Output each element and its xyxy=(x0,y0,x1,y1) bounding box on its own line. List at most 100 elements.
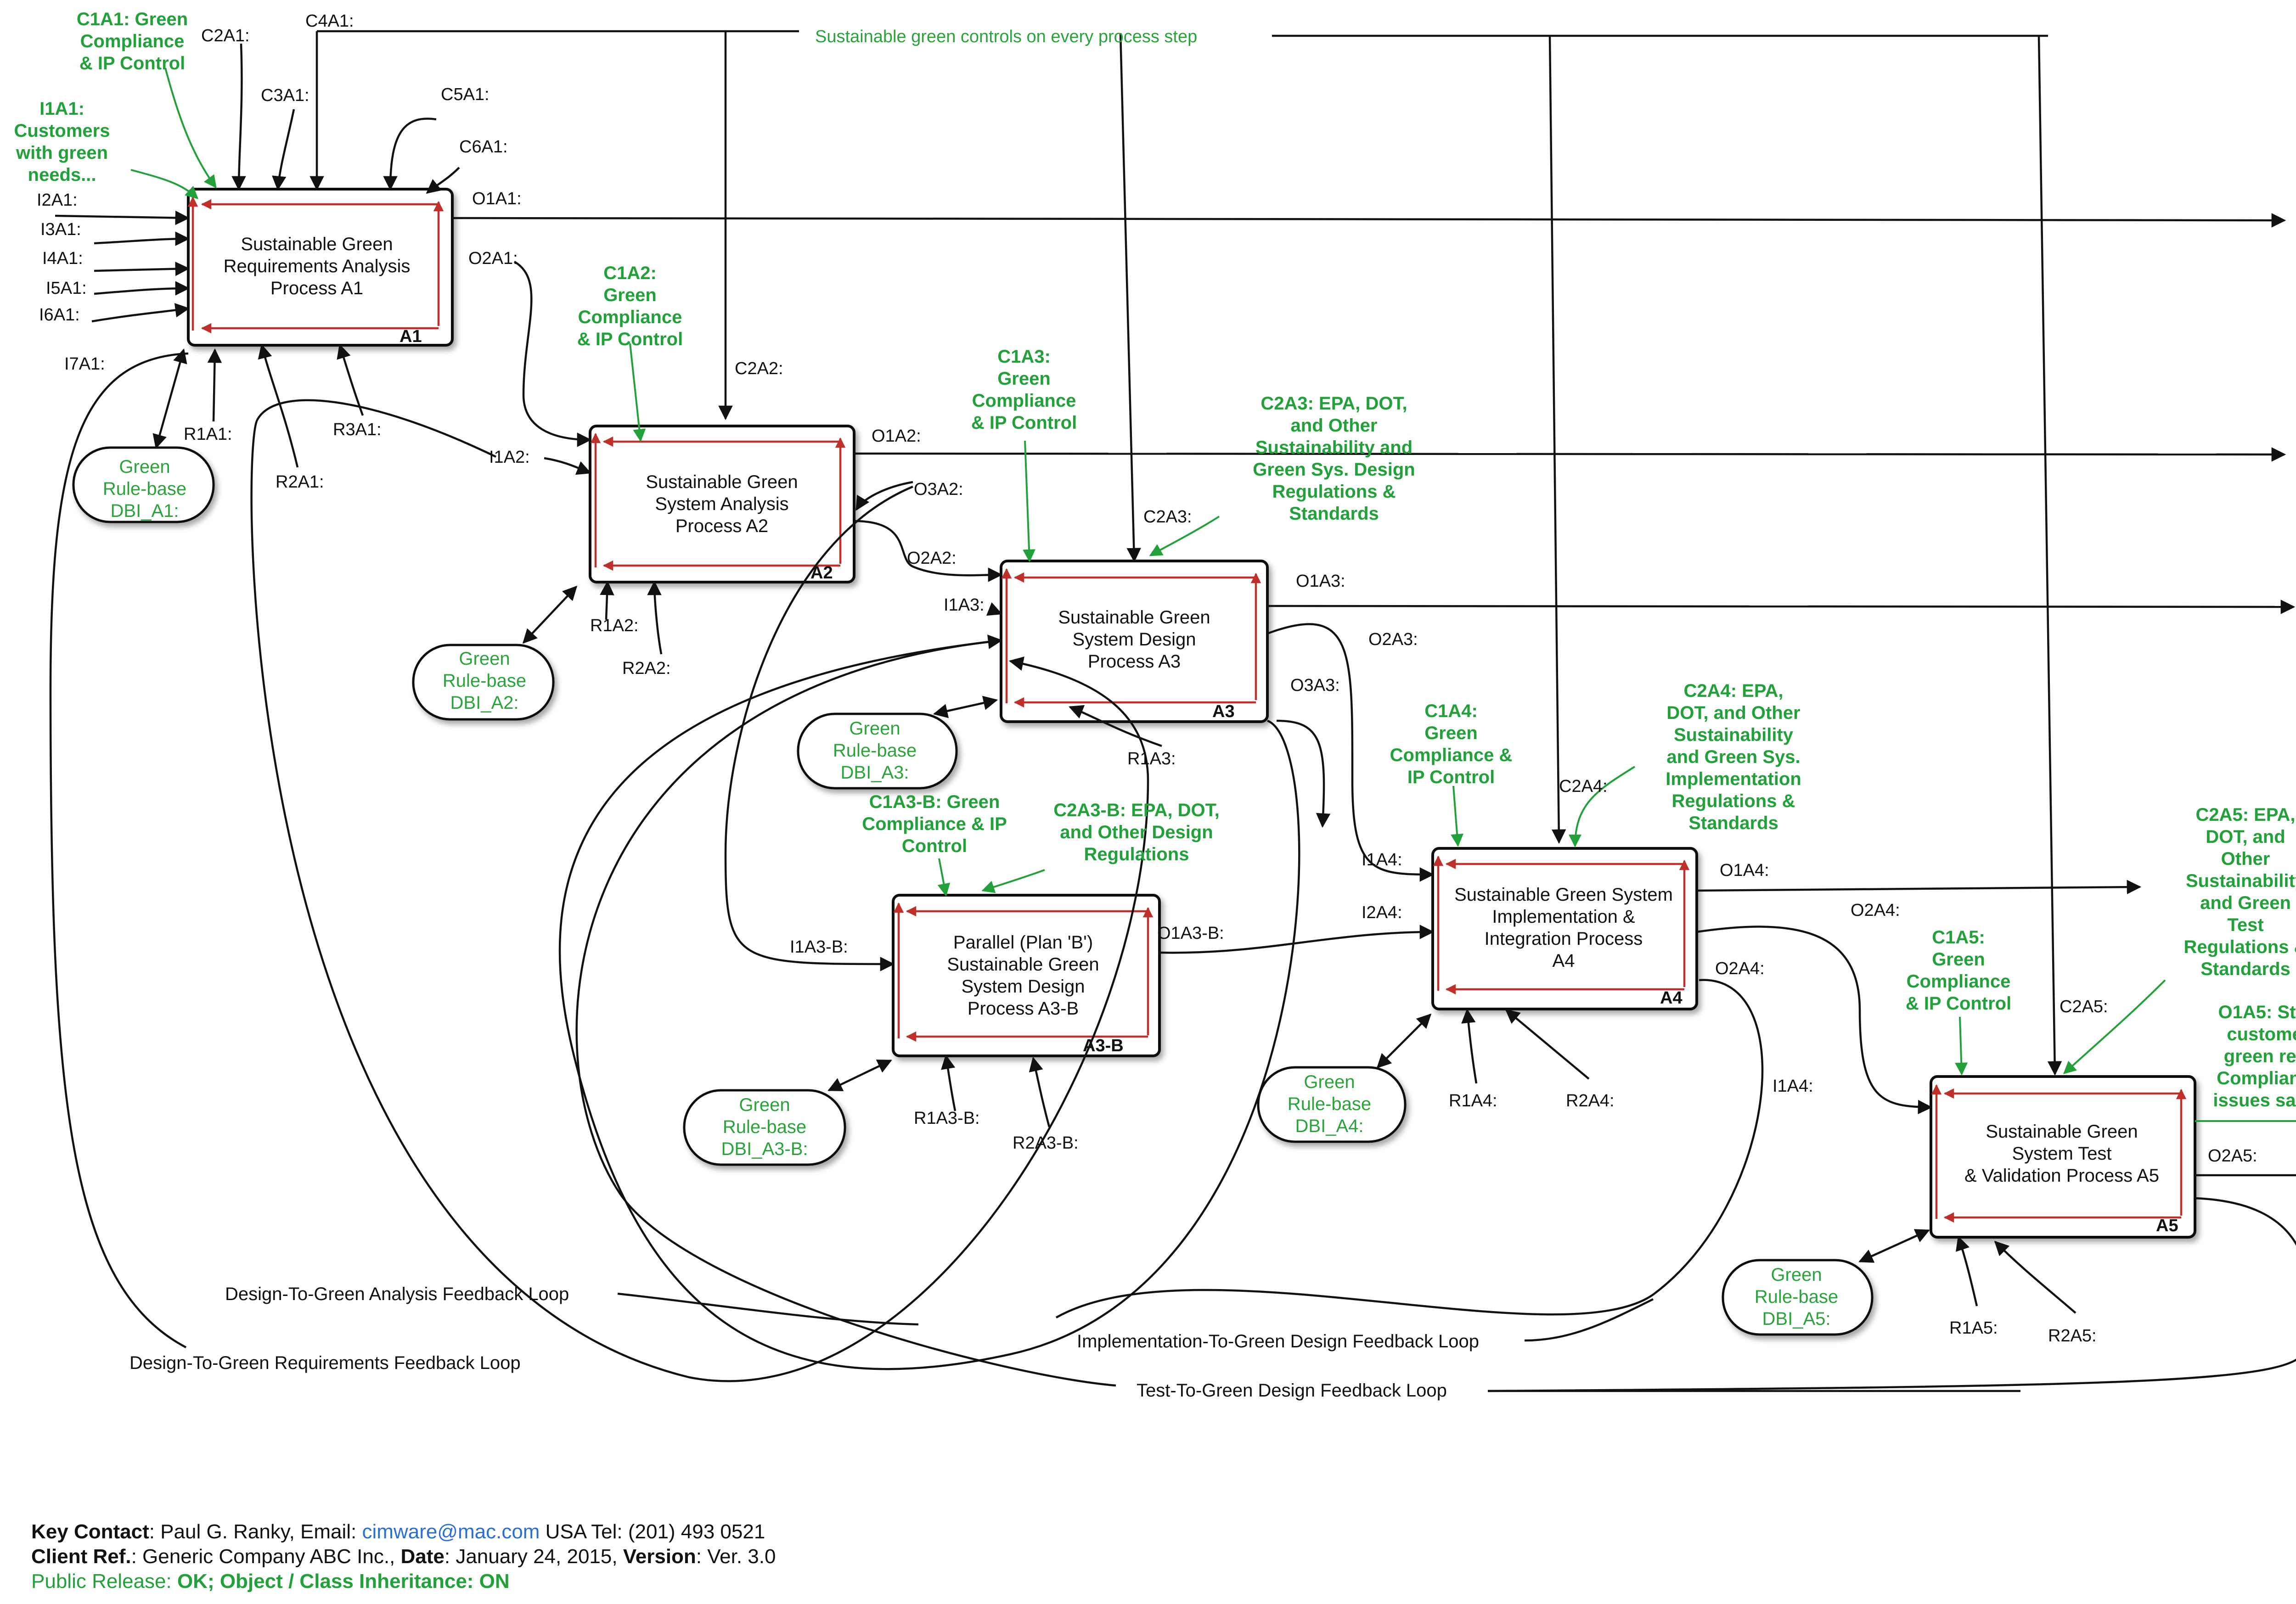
database-dbi-a1[interactable]: Green Rule-base DBI_A1: xyxy=(72,446,215,523)
dbi-a4-line3: DBI_A4: xyxy=(1295,1116,1364,1136)
svg-text:DBI_A3:: DBI_A3: xyxy=(841,763,909,783)
process-a2-line2: System Analysis xyxy=(655,494,788,514)
svg-text:DBI_A5:: DBI_A5: xyxy=(1762,1309,1831,1329)
dbi-a3-line3: DBI_A3: xyxy=(841,763,909,783)
date-label: Date xyxy=(400,1545,445,1568)
process-a2-line1: Sustainable Green xyxy=(646,472,798,492)
svg-text:green results...: green results... xyxy=(2224,1046,2296,1066)
process-box-a5[interactable]: Sustainable Green System Test & Validati… xyxy=(1930,1075,2196,1239)
label-i2a4: I2A4: xyxy=(1362,903,1402,922)
a3b-arrows xyxy=(827,925,1435,1127)
svg-text:C2A4: EPA,: C2A4: EPA, xyxy=(1683,681,1783,701)
note-i1a1-l3: with green xyxy=(16,143,108,163)
svg-text:Rule-base: Rule-base xyxy=(1288,1094,1371,1114)
svg-text:Green: Green xyxy=(849,718,900,739)
svg-text:Integration Process: Integration Process xyxy=(1485,929,1643,949)
label-c3a1: C3A1: xyxy=(261,86,310,105)
dbi-a5-line3: DBI_A5: xyxy=(1762,1309,1831,1329)
svg-text:Sustainable Green: Sustainable Green xyxy=(1058,607,1210,628)
svg-text:C2A3: EPA, DOT,: C2A3: EPA, DOT, xyxy=(1261,393,1407,414)
process-box-a4[interactable]: Sustainable Green System Implementation … xyxy=(1431,847,1698,1010)
svg-text:Other: Other xyxy=(2221,849,2270,869)
process-a4-id: A4 xyxy=(1660,988,1683,1008)
label-c2a2: C2A2: xyxy=(735,359,783,378)
feedback-loop-labels: Design-To-Green Analysis Feedback Loop D… xyxy=(129,1284,1479,1401)
label-r2a3b: R2A3-B: xyxy=(1013,1133,1079,1153)
process-a2-line3: Process A2 xyxy=(675,516,768,536)
process-box-a2[interactable]: Sustainable Green System Analysis Proces… xyxy=(589,425,855,583)
svg-text:Green: Green xyxy=(603,285,657,305)
label-r1a2: R1A2: xyxy=(590,616,639,635)
dbi-a2-line3: DBI_A2: xyxy=(450,693,519,713)
email-link[interactable]: cimware@mac.com xyxy=(362,1520,540,1543)
svg-text:C2A3-B: EPA, DOT,: C2A3-B: EPA, DOT, xyxy=(1053,800,1220,820)
process-box-a3b[interactable]: Parallel (Plan 'B') Sustainable Green Sy… xyxy=(892,894,1161,1057)
process-a3b-line1: Parallel (Plan 'B') xyxy=(953,932,1093,953)
key-contact-label: Key Contact xyxy=(31,1520,149,1543)
note-c2a3-l4: Green Sys. Design xyxy=(1253,460,1415,480)
label-i6a1: I6A1: xyxy=(39,305,80,325)
a4-arrows xyxy=(1055,880,2142,1318)
svg-text:Green: Green xyxy=(739,1095,790,1115)
process-a3-line1: Sustainable Green xyxy=(1058,607,1210,628)
footer-client-line: Client Ref.: Generic Company ABC Inc., D… xyxy=(31,1544,776,1569)
svg-text:System Test: System Test xyxy=(2012,1144,2111,1164)
label-o1a3: O1A3: xyxy=(1296,572,1345,591)
note-c2a3-l2: and Other xyxy=(1291,415,1378,436)
title-label: Sustainable green controls on every proc… xyxy=(815,27,1197,46)
svg-text:C1A3:: C1A3: xyxy=(997,347,1051,367)
svg-text:Compliance: Compliance xyxy=(80,31,185,51)
svg-text:Process A3: Process A3 xyxy=(1088,651,1181,672)
label-o3a2: O3A2: xyxy=(914,480,963,499)
green-notes: C1A1: Green Compliance & IP Control I1A1… xyxy=(14,9,2296,1110)
database-dbi-a5[interactable]: Green Rule-base DBI_A5: xyxy=(1722,1259,1874,1336)
label-o3a3: O3A3: xyxy=(1290,676,1340,695)
label-r1a3: R1A3: xyxy=(1127,749,1176,768)
note-o1a5-l2: customer with xyxy=(2227,1024,2296,1044)
note-o1a5-l3: green results... xyxy=(2224,1046,2296,1066)
dbi-a1-line2: Rule-base xyxy=(103,479,186,499)
process-a4-line1: Sustainable Green System xyxy=(1454,885,1673,905)
process-a3-line2: System Design xyxy=(1073,629,1196,650)
svg-text:Rule-base: Rule-base xyxy=(723,1117,806,1137)
label-o1a1: O1A1: xyxy=(472,189,522,208)
note-c2a3b-l3: Regulations xyxy=(1084,844,1189,864)
svg-text:System Design: System Design xyxy=(962,976,1085,997)
label-r1a4: R1A4: xyxy=(1449,1091,1497,1110)
note-c1a3b-l3: Control xyxy=(902,836,967,856)
note-c2a3b-l1: C2A3-B: EPA, DOT, xyxy=(1053,800,1220,820)
database-dbi-a3[interactable]: Green Rule-base DBI_A3: xyxy=(797,712,958,790)
svg-text:and Other Design: and Other Design xyxy=(1060,822,1213,842)
svg-text:System Analysis: System Analysis xyxy=(655,494,788,514)
note-i1a1-l4: needs... xyxy=(28,165,96,185)
process-box-a3[interactable]: Sustainable Green System Design Process … xyxy=(1000,560,1269,723)
note-c2a4-l7: Standards xyxy=(1688,813,1778,833)
process-a3b-line4: Process A3-B xyxy=(968,998,1079,1019)
feedback-analysis-label: Design-To-Green Analysis Feedback Loop xyxy=(225,1284,569,1304)
svg-text:Process A2: Process A2 xyxy=(675,516,768,536)
process-a5-id: A5 xyxy=(2156,1216,2178,1235)
svg-text:& IP Control: & IP Control xyxy=(971,413,1077,433)
feedback-test-label: Test-To-Green Design Feedback Loop xyxy=(1137,1380,1447,1401)
database-dbi-a3b[interactable]: Green Rule-base DBI_A3-B: xyxy=(683,1089,846,1166)
svg-text:Standards: Standards xyxy=(2200,959,2290,979)
svg-text:and Green: and Green xyxy=(2200,893,2291,913)
svg-text:& IP Control: & IP Control xyxy=(1906,993,2011,1014)
svg-text:Customers: Customers xyxy=(14,121,110,141)
process-a2-id: A2 xyxy=(810,563,833,583)
label-c6a1: C6A1: xyxy=(459,137,508,157)
dbi-a1-line3: DBI_A1: xyxy=(111,501,179,521)
note-c1a4-l4: IP Control xyxy=(1407,767,1495,787)
svg-text:Sustainable Green: Sustainable Green xyxy=(646,472,798,492)
database-dbi-a4[interactable]: Green Rule-base DBI_A4: xyxy=(1257,1066,1407,1143)
svg-text:O1A5: Statisfied: O1A5: Statisfied xyxy=(2218,1002,2296,1022)
process-a5-line3: & Validation Process A5 xyxy=(1964,1166,2159,1186)
note-c1a3-l2: Green xyxy=(997,369,1051,389)
process-box-a1[interactable]: Sustainable Green Requirements Analysis … xyxy=(187,188,454,347)
database-dbi-a2[interactable]: Green Rule-base DBI_A2: xyxy=(412,644,555,721)
note-c2a3-l5: Regulations & xyxy=(1272,482,1396,502)
note-i1a1-l2: Customers xyxy=(14,121,110,141)
svg-text:Control: Control xyxy=(902,836,967,856)
svg-text:Sustainable Green System: Sustainable Green System xyxy=(1454,885,1673,905)
